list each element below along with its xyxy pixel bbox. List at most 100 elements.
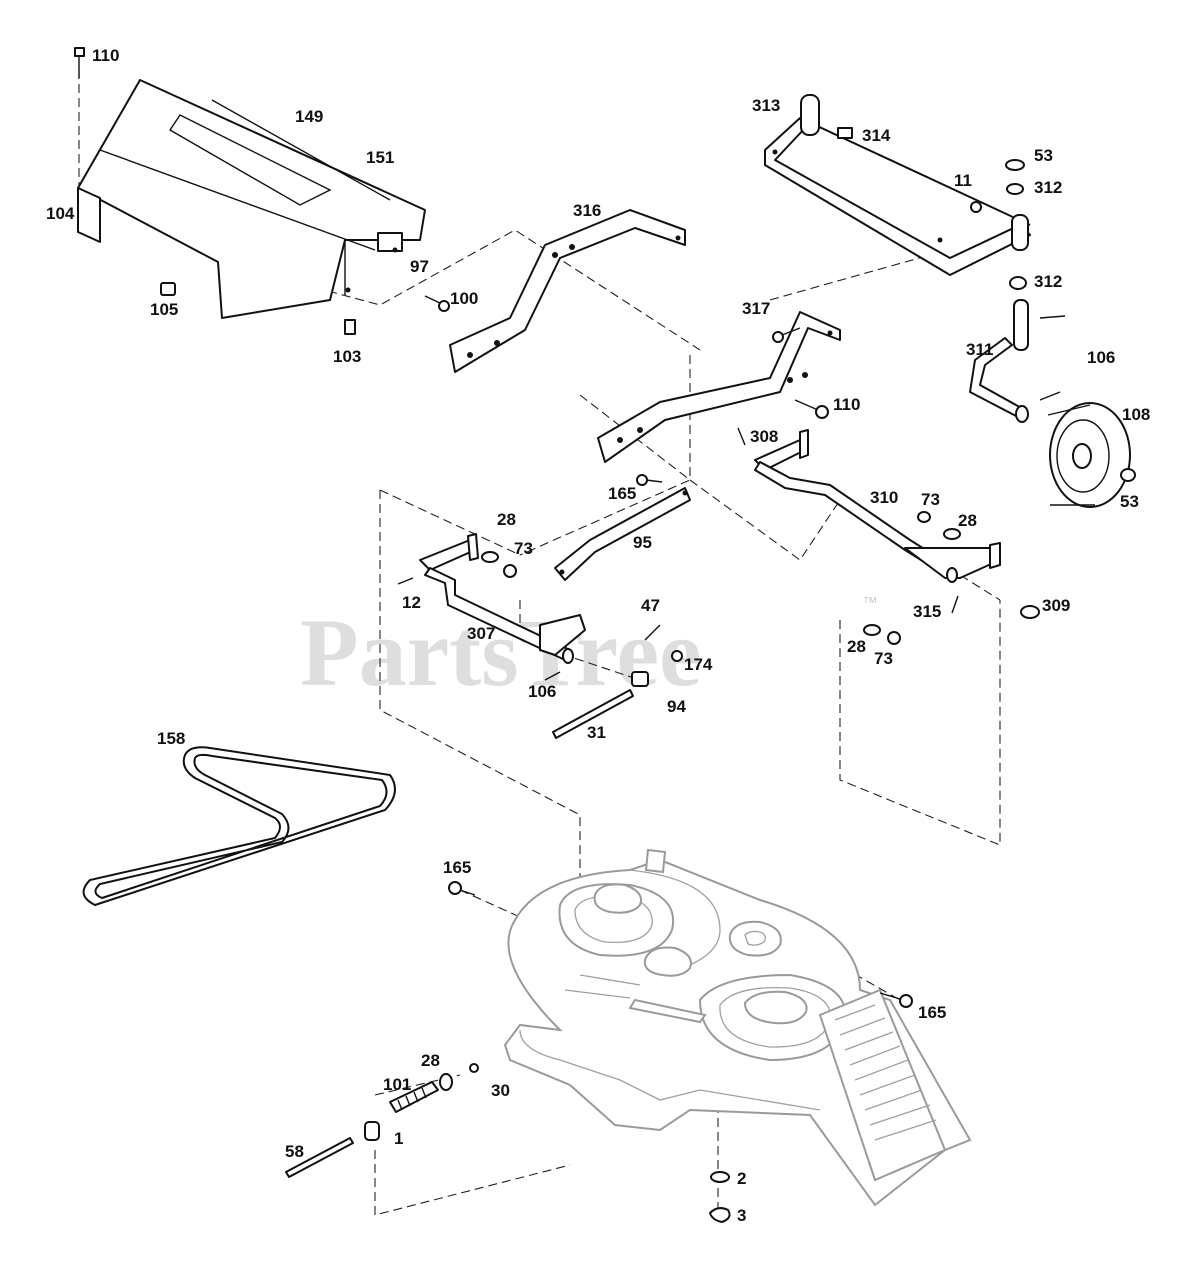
label-100: 100 <box>450 289 478 308</box>
clip-105 <box>160 282 176 296</box>
label-28-d: 28 <box>421 1051 440 1070</box>
screw-165-a <box>636 474 663 486</box>
label-94: 94 <box>667 697 686 716</box>
label-73-b: 73 <box>514 539 533 558</box>
cotter-pin-106-a <box>1039 315 1066 319</box>
bushing-312-a <box>1006 183 1024 195</box>
partstree-watermark: PartsTree <box>300 599 702 706</box>
axle-bracket-313 <box>764 94 1031 276</box>
label-158: 158 <box>157 729 185 748</box>
label-108: 108 <box>1122 405 1150 424</box>
trademark-symbol: ™ <box>862 595 878 612</box>
ferrule-1 <box>364 1121 380 1141</box>
screw-100 <box>424 295 450 312</box>
label-311: 311 <box>966 340 993 359</box>
pin-12 <box>397 577 414 585</box>
spring-101-coils <box>397 1087 427 1111</box>
label-28-b: 28 <box>497 510 516 529</box>
label-106-b: 106 <box>528 682 556 701</box>
label-101: 101 <box>383 1075 411 1094</box>
label-53-top: 53 <box>1034 146 1053 165</box>
label-105: 105 <box>150 300 178 319</box>
label-309: 309 <box>1042 596 1070 615</box>
label-165-a: 165 <box>608 484 636 503</box>
label-104: 104 <box>46 204 75 223</box>
label-312-a: 312 <box>1034 178 1062 197</box>
clip-3 <box>709 1207 731 1223</box>
label-31: 31 <box>587 723 606 742</box>
pin-315 <box>951 595 959 614</box>
label-58: 58 <box>285 1142 304 1161</box>
label-308: 308 <box>750 427 778 446</box>
label-3: 3 <box>737 1206 746 1225</box>
label-95: 95 <box>633 533 652 552</box>
spring-47 <box>644 624 661 641</box>
washer-2 <box>710 1171 730 1183</box>
label-110-top: 110 <box>92 46 119 65</box>
washer-53-b <box>1120 468 1136 482</box>
label-151: 151 <box>366 148 394 167</box>
label-12: 12 <box>402 593 421 612</box>
label-28-c: 28 <box>847 637 866 656</box>
washer-28-c <box>481 551 499 563</box>
nut-174 <box>671 650 683 662</box>
knob-94 <box>631 671 649 687</box>
label-30: 30 <box>491 1081 510 1100</box>
washer-53-top <box>1005 159 1025 171</box>
bushing-312-b <box>1009 276 1027 290</box>
axle-307 <box>419 533 586 664</box>
label-174: 174 <box>684 655 713 674</box>
label-97: 97 <box>410 257 429 276</box>
wheel-spindle-311 <box>969 299 1029 423</box>
nut-73-b <box>887 631 901 645</box>
pin-106-b <box>544 671 561 681</box>
nut-314 <box>837 127 853 139</box>
label-314: 314 <box>862 126 891 145</box>
belt-cover-part <box>77 79 426 319</box>
label-165-c: 165 <box>918 1003 946 1022</box>
label-1: 1 <box>394 1129 403 1148</box>
label-313: 313 <box>752 96 780 115</box>
washer-28-b <box>863 624 881 636</box>
pin-106-a-lower <box>1039 391 1061 401</box>
rod-58 <box>285 1137 354 1178</box>
spring-101 <box>389 1081 439 1113</box>
label-312-b: 312 <box>1034 272 1062 291</box>
label-11: 11 <box>954 171 972 190</box>
label-73-a: 73 <box>921 490 940 509</box>
rod-31 <box>552 689 634 739</box>
nut-73-c <box>503 564 517 578</box>
label-317: 317 <box>742 299 770 318</box>
bolt-110-top <box>74 47 85 78</box>
bracket-316 <box>449 209 686 373</box>
washer-28-a <box>943 528 961 540</box>
label-316: 316 <box>573 201 601 220</box>
screw-165-b <box>448 881 476 896</box>
pin-308 <box>737 427 746 446</box>
washer-309 <box>1020 605 1040 619</box>
nut-30 <box>469 1063 479 1073</box>
bolt-110-mid <box>794 399 829 419</box>
bracket-317 <box>597 311 841 463</box>
label-307: 307 <box>467 624 495 643</box>
label-73-c: 73 <box>874 649 893 668</box>
label-106-a: 106 <box>1087 348 1115 367</box>
label-165-b: 165 <box>443 858 471 877</box>
nut-73-a <box>917 511 931 523</box>
part-labels: 110 149 151 104 97 105 100 103 316 313 3… <box>46 46 1150 1225</box>
axle-310 <box>754 429 1001 583</box>
screw-165-c <box>879 992 913 1008</box>
label-28-a: 28 <box>958 511 977 530</box>
label-2: 2 <box>737 1169 746 1188</box>
wheel-108 <box>1047 402 1131 508</box>
label-310: 310 <box>870 488 898 507</box>
washer-28-d <box>439 1073 453 1091</box>
belt-158 <box>82 746 396 907</box>
label-47: 47 <box>641 596 660 615</box>
clip-103 <box>344 319 356 335</box>
screw-317 <box>772 327 801 343</box>
label-110-mid: 110 <box>833 395 860 414</box>
label-53-b: 53 <box>1120 492 1139 511</box>
label-103: 103 <box>333 347 361 366</box>
